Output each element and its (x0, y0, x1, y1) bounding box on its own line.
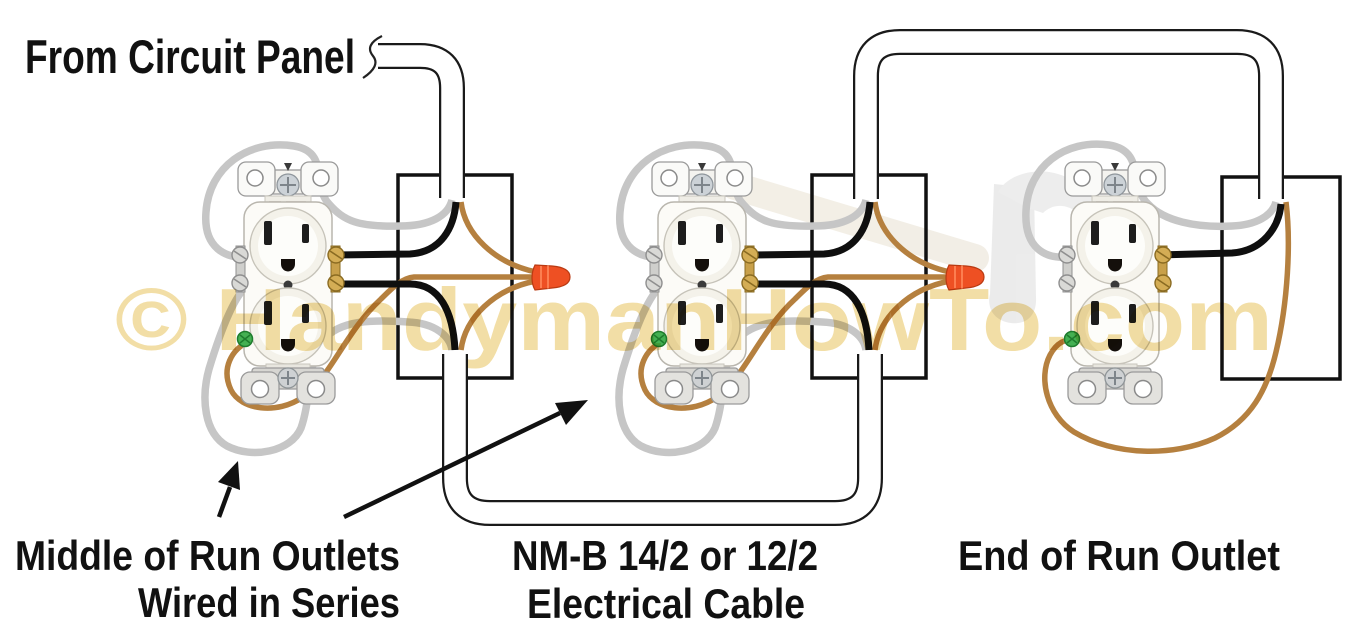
middle-run-label-line2: Wired in Series (138, 579, 400, 626)
hot-wire-out (752, 280, 873, 351)
hammer-handle (721, 172, 989, 272)
ground-wire-in (872, 201, 951, 275)
middle-run-label-line1: Middle of Run Outlets (15, 532, 400, 579)
neutral-wire-out (615, 283, 870, 457)
arrowhead-icon (218, 461, 240, 490)
ground-wire-in (1042, 201, 1292, 454)
end-of-run-label: End of Run Outlet (958, 532, 1280, 579)
arrow-to-middle-outlet (216, 461, 240, 518)
hot-wire-out (338, 280, 459, 351)
neutral-wire-in (1022, 140, 1280, 261)
cable-break-icon (362, 35, 383, 79)
cable-type-label-line2: Electrical Cable (527, 580, 805, 627)
neutral-wire-in (616, 141, 870, 261)
cable-from-panel (371, 43, 465, 203)
neutral-wire-out (201, 283, 456, 457)
from-circuit-panel-label: From Circuit Panel (25, 30, 355, 83)
arrow-to-cable (343, 400, 588, 520)
hot-wire-in (1157, 203, 1285, 259)
cable-box2-to-box3 (853, 29, 1284, 204)
outlet-station-2 (615, 141, 985, 457)
arrowhead-icon (555, 400, 588, 425)
hot-wire-in (749, 201, 874, 259)
neutral-wire-in (202, 141, 456, 261)
ground-wire-out (872, 278, 951, 351)
site-watermark: © HandymanHowTo.com (115, 270, 1273, 369)
outlet-station-3 (1022, 140, 1292, 454)
cable-box1-to-box2 (442, 349, 883, 526)
cable-type-label-line1: NM-B 14/2 or 12/2 (512, 532, 818, 579)
ground-wire-out (458, 278, 537, 351)
hot-wire-in (335, 201, 460, 259)
ground-wire-in (458, 201, 537, 275)
outlet-station-1 (201, 141, 571, 457)
